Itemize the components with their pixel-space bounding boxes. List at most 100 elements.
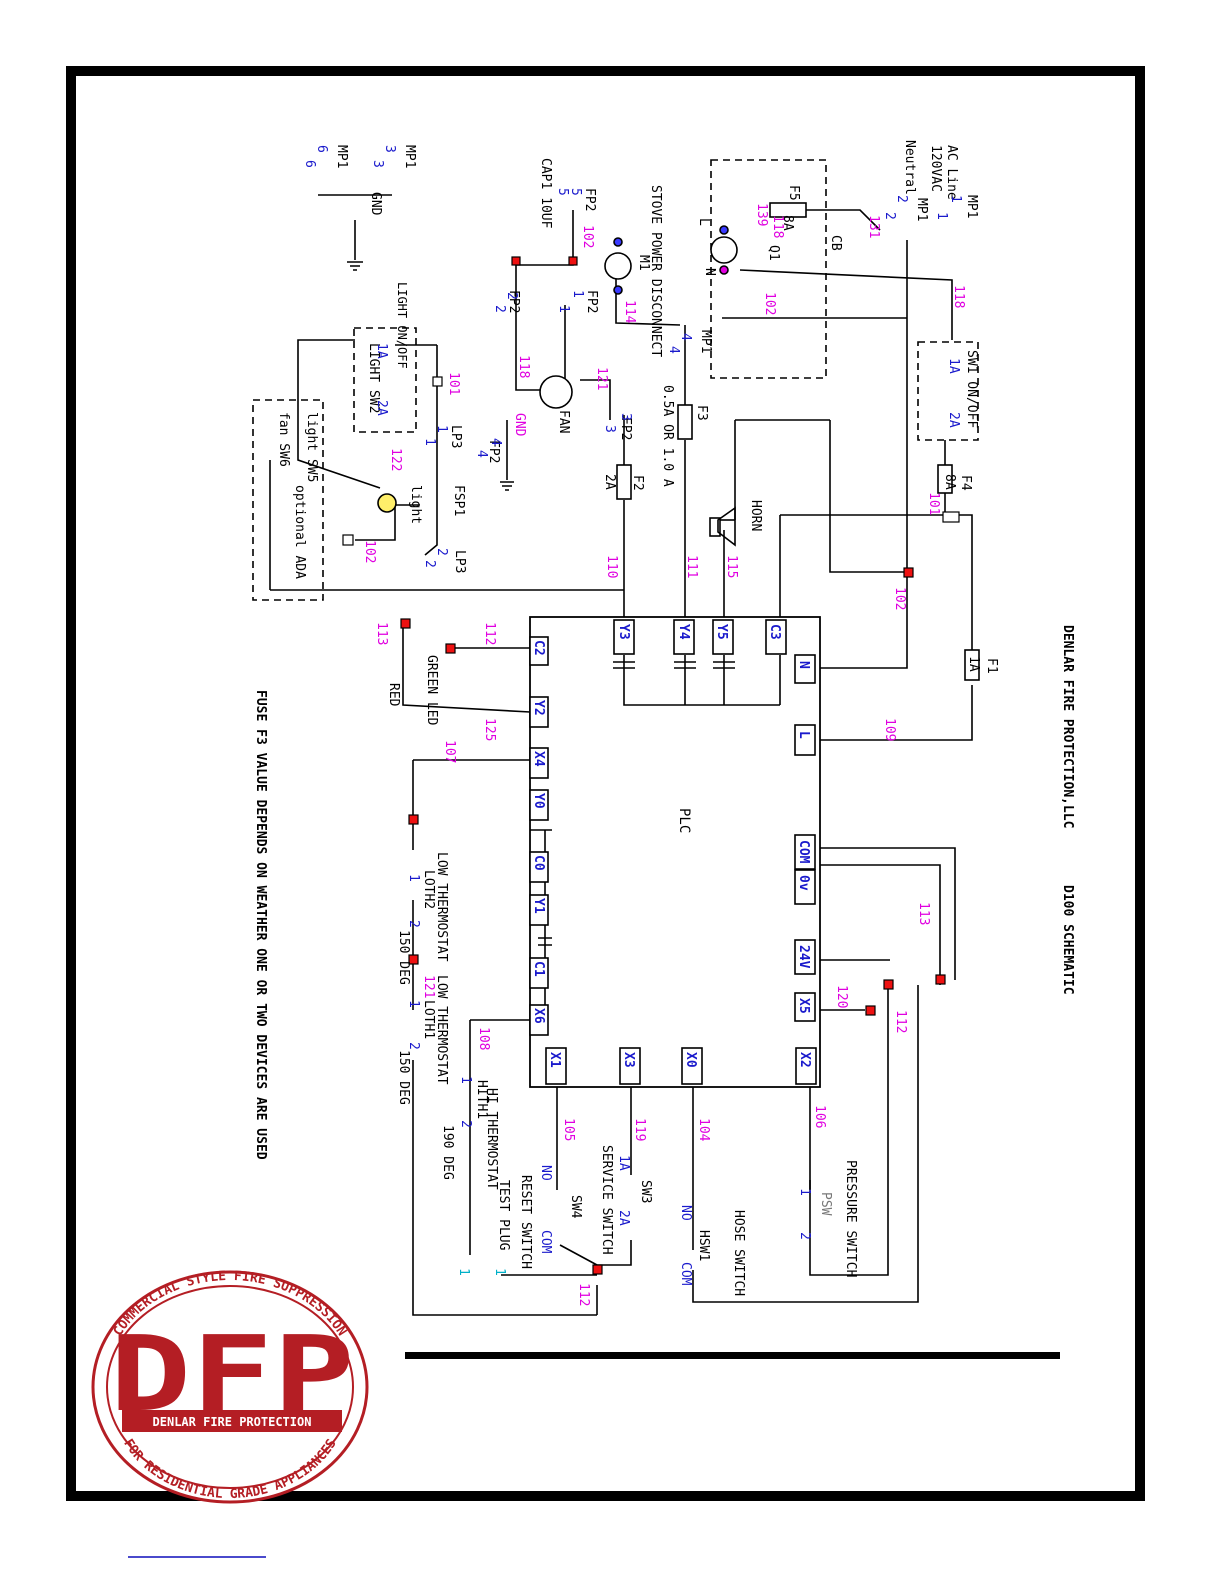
pin-hith1-1: 1 [458, 1076, 473, 1084]
plc-terminal-y2: Y2 [531, 700, 546, 716]
hsw1-label: HSW1 [696, 1230, 711, 1261]
m1-label: M1 [636, 255, 651, 271]
pin-fp2-3b: 3 [602, 425, 617, 433]
m1-node-icon [613, 237, 623, 247]
f1-label: F1 [984, 658, 999, 674]
pin-lp3-2: 2 [434, 548, 449, 556]
q1-label: Q1 [766, 245, 781, 261]
fan-label: FAN [556, 410, 571, 433]
pin-sw3-2a: 2A [616, 1210, 631, 1226]
pin-mp1-2: 2 [894, 195, 909, 203]
wire-112c: 112 [893, 1010, 908, 1033]
fsp1-label: FSP1 [451, 485, 466, 516]
pin-hith1-2: 2 [458, 1120, 473, 1128]
wire-112a: 112 [482, 622, 497, 645]
plc-label: PLC [676, 808, 692, 833]
pin-fp2-3: 3 [618, 413, 633, 421]
fuse-f3-icon [677, 404, 693, 440]
fp2-b-label: FP2 [584, 290, 599, 313]
plc-terminal-y0: Y0 [531, 793, 546, 809]
wire-101a: 101 [926, 492, 941, 515]
mp1-left-b: MP1 [334, 145, 349, 168]
wire-112b: 112 [576, 1283, 591, 1306]
pin-fp2-4b: 4 [474, 450, 489, 458]
light-sw5-label: light SW5 [304, 412, 319, 482]
fuse-f2-icon [616, 464, 632, 500]
wire-115: 115 [724, 555, 739, 578]
plc-terminal-0v: 0v [796, 875, 811, 891]
fan-motor-icon [539, 375, 573, 409]
ada-box [252, 399, 324, 601]
plc-terminal-c3: C3 [767, 624, 782, 640]
gnd-fp2-label: GND [512, 413, 527, 437]
f5-rating: 8A [780, 215, 795, 231]
sw3-label: SW3 [638, 1180, 653, 1203]
pin-test-1: 1 [456, 1268, 471, 1276]
plc-terminal-c0: C0 [531, 855, 546, 871]
pin-lsw-1a: 1A [374, 343, 389, 359]
wire-119: 119 [632, 1118, 647, 1141]
light-sw2-label: LIGHT SW2 [366, 343, 381, 413]
hi-thermo-label: HI THERMOSTAT [484, 1088, 499, 1190]
fp2-a-label: FP2 [582, 188, 597, 211]
cap1-label: CAP1 10UF [538, 158, 553, 229]
mp1-left-a: MP1 [402, 145, 417, 168]
wire-102b: 102 [892, 587, 907, 610]
pin-mp1-3: 3 [382, 145, 397, 153]
plc-terminal-x0: X0 [683, 1052, 698, 1068]
low-thermo-b-label: LOW THERMOSTAT [434, 975, 449, 1085]
m1-motor-icon [604, 252, 632, 280]
red-label: RED [386, 683, 401, 707]
plc-terminal-y1: Y1 [531, 898, 546, 914]
cb-dashed-box [710, 159, 827, 379]
pin-sw1-1a: 1A [946, 358, 961, 374]
pin-loth2-1: 1 [406, 874, 421, 882]
wire-102d: 102 [362, 540, 377, 563]
light-onoff-label: LIGHT ON/OFF [395, 282, 409, 369]
f1-rating: 1A [966, 656, 981, 672]
wire-114: 114 [622, 300, 637, 324]
wire-121a: 121 [594, 367, 609, 390]
plc-terminal-y4: Y4 [676, 624, 691, 640]
pin-test-1b: 1 [492, 1268, 507, 1276]
pin-mp1-1b: 1 [934, 212, 949, 220]
mp1-top-label: MP1 [964, 195, 979, 218]
pin-lp3-1: 1 [434, 425, 449, 433]
light-label: light [408, 485, 423, 524]
wire-109: 109 [882, 718, 897, 741]
plc-terminal-l: L [796, 731, 811, 739]
low-thermo-a-label: LOW THERMOSTAT [434, 852, 449, 962]
wire-121b: 121 [421, 975, 436, 998]
plc-terminal-x2: X2 [797, 1052, 812, 1068]
reset-switch-label: RESET SWITCH [518, 1175, 533, 1269]
pressure-switch-label: PRESSURE SWITCH [843, 1160, 858, 1277]
title-company: DENLAR FIRE PROTECTION,LLC [1060, 625, 1075, 829]
pin-psw-2: 2 [797, 1232, 812, 1240]
horn-label: HORN [748, 500, 763, 531]
wire-120: 120 [834, 985, 849, 1008]
wire-118c: 118 [516, 355, 531, 378]
pin-fp2-2: 2 [504, 292, 519, 300]
terminal-markers [342, 256, 960, 1275]
lp3-a-label: LP3 [448, 425, 463, 448]
f5-label: F5 [786, 185, 801, 201]
pin-mp1-3b: 3 [370, 160, 385, 168]
plc-block [529, 616, 821, 1088]
fan-sw6-label: fan SW6 [276, 412, 291, 467]
plc-terminal-c2: C2 [531, 640, 546, 656]
wire-113b: 113 [916, 902, 931, 925]
wire-104: 104 [696, 1118, 711, 1142]
green-led-label: GREEN LED [424, 655, 439, 726]
pin-mp1-4: 4 [678, 333, 693, 341]
pin-lp3-2b: 2 [422, 560, 437, 568]
plc-terminal-n: N [796, 661, 811, 669]
wire-105: 105 [561, 1118, 576, 1141]
pin-sw4-no: NO [538, 1165, 553, 1181]
deg150-b-label: 150 DEG [396, 1050, 411, 1105]
wire-106: 106 [812, 1105, 827, 1128]
hose-switch-label: HOSE SWITCH [731, 1210, 746, 1296]
plc-terminal-x1: X1 [547, 1052, 562, 1068]
pin-hsw1-com: COM [678, 1262, 693, 1286]
wire-101b: 101 [446, 372, 461, 395]
